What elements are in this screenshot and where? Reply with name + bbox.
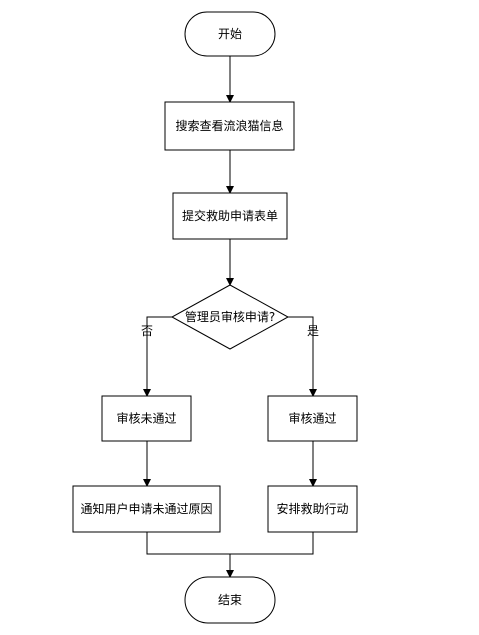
- start-node: 开始: [184, 11, 276, 57]
- branch-yes-label: 是: [307, 324, 319, 338]
- arrange-rescue-label: 安排救助行动: [276, 501, 348, 516]
- notify-user-node: 通知用户申请未通过原因: [72, 485, 221, 533]
- end-label: 结束: [218, 593, 242, 607]
- decision-label: 管理员审核申请?: [185, 309, 275, 324]
- notify-user-label: 通知用户申请未通过原因: [80, 501, 212, 516]
- branch-no-label: 否: [141, 324, 153, 338]
- arrow-decision-no: [143, 316, 172, 397]
- decision-node: 管理员审核申请?: [170, 284, 290, 350]
- submit-form-node: 提交救助申请表单: [172, 192, 288, 240]
- review-approved-label: 审核通过: [288, 411, 336, 426]
- merge-line: [146, 532, 314, 555]
- search-cat-info-label: 搜索查看流浪猫信息: [175, 118, 283, 133]
- start-label: 开始: [218, 27, 242, 41]
- search-cat-info-node: 搜索查看流浪猫信息: [164, 101, 295, 151]
- end-node: 结束: [184, 576, 276, 624]
- submit-form-label: 提交救助申请表单: [182, 208, 278, 223]
- review-rejected-label: 审核未通过: [116, 411, 176, 426]
- arrow-decision-yes: [288, 316, 317, 397]
- arrange-rescue-node: 安排救助行动: [267, 485, 358, 533]
- review-rejected-node: 审核未通过: [101, 395, 192, 442]
- review-approved-node: 审核通过: [267, 395, 358, 442]
